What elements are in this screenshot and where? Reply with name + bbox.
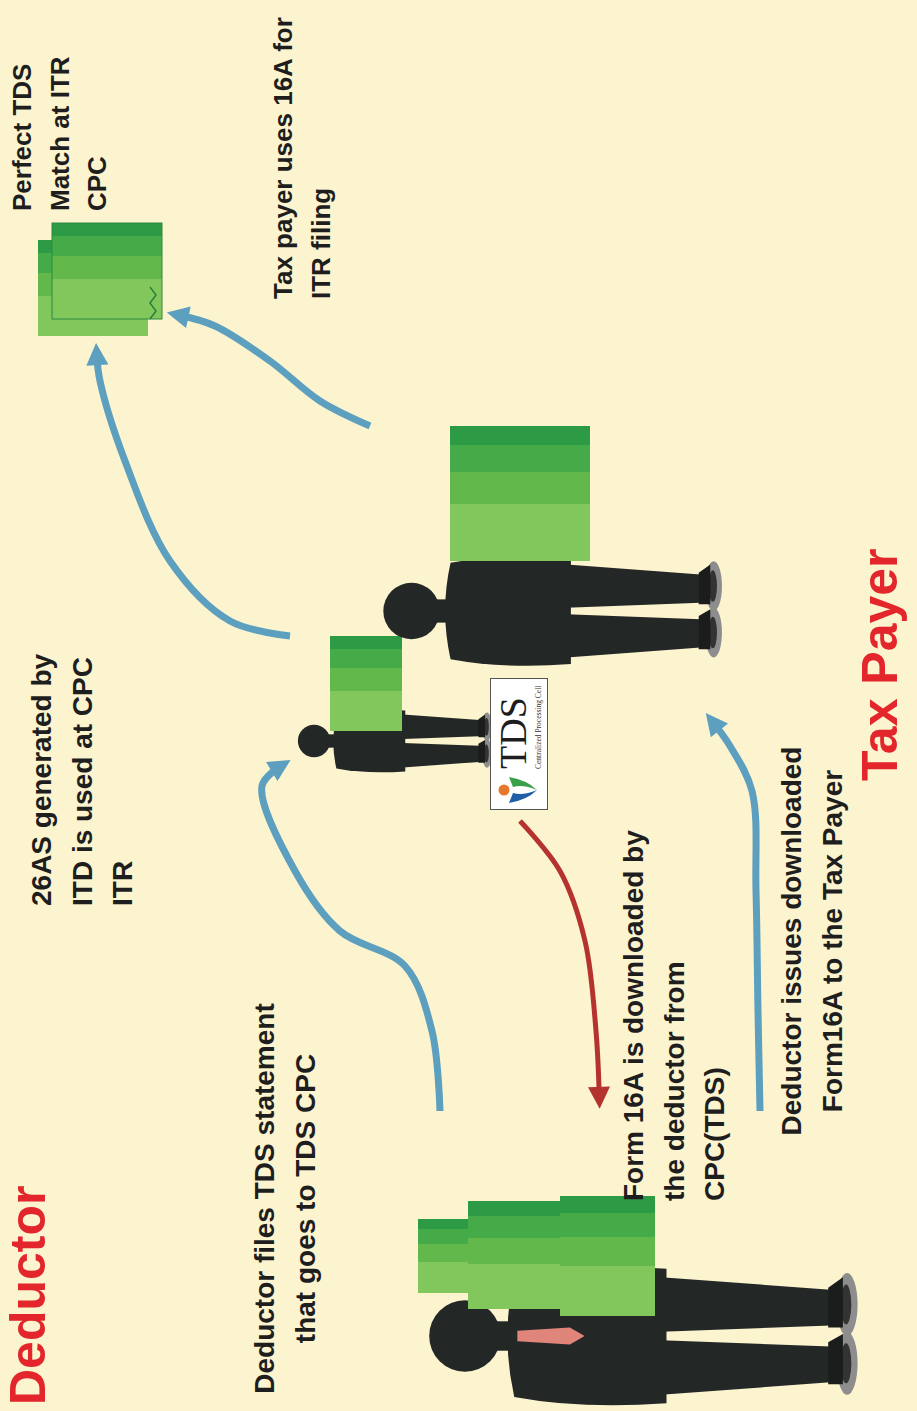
- emblem-dot: [499, 785, 510, 796]
- stack-heading: Perfect TDS Match at ITR CPC: [4, 6, 117, 211]
- actor-area: Deductor: [0, 1111, 870, 1411]
- green-box: [468, 1201, 560, 1309]
- tds-emblem: [495, 774, 541, 806]
- green-box: [330, 636, 402, 731]
- processing-cell: TDSCentralized Processing Cell: [290, 621, 556, 821]
- actor-name: Deductor: [0, 1186, 58, 1405]
- actor-name: Tax Payer: [852, 548, 910, 781]
- green-box: [450, 426, 590, 561]
- document-tear: [150, 287, 156, 319]
- note-text: 26AS generated by ITD is used at CPC ITR: [22, 616, 144, 906]
- note-text: Form 16A is downloaded by the deductor f…: [614, 821, 736, 1201]
- tie: [517, 1328, 584, 1345]
- document-stack: Perfect TDS Match at ITR CPC: [35, 221, 165, 341]
- document-sheet: [52, 223, 162, 319]
- actor-area: Tax Payer: [370, 411, 916, 711]
- flow-arrow: [713, 722, 760, 1111]
- flow-arrow: [262, 766, 440, 1111]
- flow-arrow: [97, 355, 290, 636]
- note-text: Deductor issues downloaded Form16A to th…: [772, 706, 853, 1176]
- logo-title: TDS: [494, 697, 532, 769]
- note-text: Deductor files TDS statement that goes t…: [245, 996, 326, 1401]
- green-box: [560, 1196, 655, 1316]
- logo-subtitle: Centralized Processing Cell: [534, 686, 543, 769]
- flow-arrow: [520, 821, 599, 1097]
- green-box: [418, 1219, 468, 1293]
- flow-arrow: [178, 315, 370, 426]
- note-text: Tax payer uses 16A for ITR filing: [265, 9, 340, 299]
- deductor-tie: [517, 1328, 584, 1345]
